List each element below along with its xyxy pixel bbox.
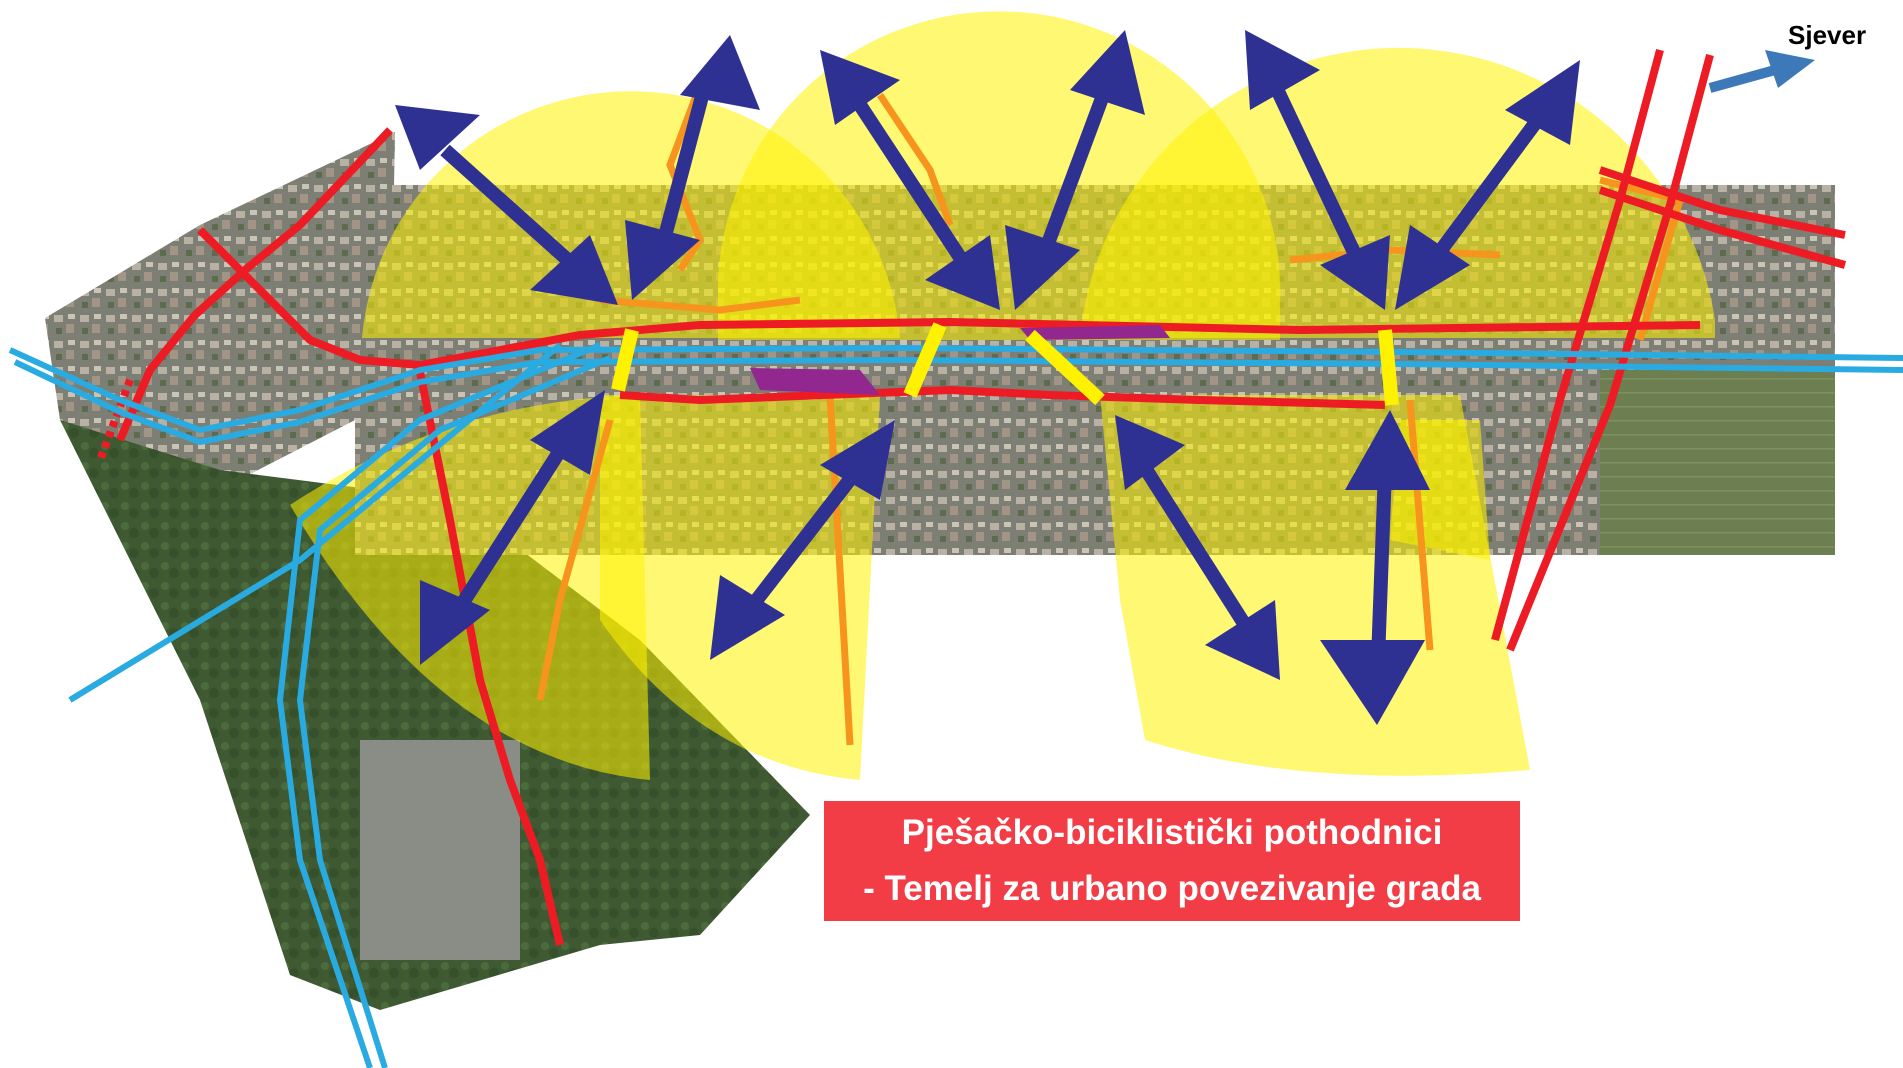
double-headed-arrow-icon	[1245, 30, 1390, 310]
double-headed-arrow-icon	[625, 35, 760, 300]
railway	[8, 342, 1903, 1068]
double-headed-arrow-icon	[820, 50, 1000, 310]
road-south-main	[619, 385, 1386, 409]
road-east-a	[1491, 48, 1664, 642]
railway-track-2	[13, 356, 1903, 446]
double-headed-arrow-icon	[1005, 30, 1145, 310]
path-segment	[599, 296, 801, 314]
underpass-3	[1025, 329, 1105, 406]
north-arrow-icon	[1708, 50, 1815, 93]
path-segment	[826, 394, 854, 746]
platform-south	[750, 368, 880, 395]
caption-box: Pješačko-biciklistički pothodnici - Teme…	[824, 801, 1520, 921]
double-headed-arrow-icon	[1115, 415, 1280, 680]
path-segment	[1406, 399, 1434, 651]
platforms	[750, 325, 1170, 395]
path-segment	[1289, 246, 1501, 264]
road-cross-west	[197, 227, 1701, 370]
north-label: Sjever	[1788, 20, 1867, 50]
double-headed-arrow-icon	[1395, 60, 1580, 310]
platform-north	[1020, 325, 1170, 340]
path-segment	[536, 419, 614, 701]
double-headed-arrow-icon	[1320, 410, 1430, 725]
road-east-b	[1506, 53, 1714, 652]
aerial-industrial-south	[360, 740, 520, 960]
caption-line-2: - Temelj za urbano povezivanje grada	[863, 869, 1481, 908]
roads	[116, 48, 1847, 946]
underpass-2	[903, 322, 947, 398]
caption-line-1: Pješačko-biciklistički pothodnici	[901, 813, 1443, 852]
road-dashed-west	[96, 378, 134, 462]
road-east-cross-a	[1598, 166, 1846, 239]
aerial-east-field	[1600, 370, 1835, 555]
railway-spur	[68, 342, 562, 703]
path-segment	[877, 93, 954, 227]
double-headed-arrow-icon	[395, 105, 618, 305]
double-headed-arrow-icon	[420, 390, 605, 665]
underpass-4	[1378, 329, 1399, 406]
road-east-cross-b	[1598, 186, 1847, 269]
railway-track-1	[8, 344, 1903, 434]
connection-arrows	[395, 30, 1580, 725]
railway-branch-1	[276, 342, 602, 1068]
path-segment	[666, 83, 704, 272]
underpasses	[611, 322, 1399, 406]
aerial-southwest-forest	[60, 420, 810, 1010]
road-main-north	[116, 127, 393, 442]
road-south-branch	[416, 371, 564, 946]
underpass-1	[611, 328, 639, 392]
double-headed-arrow-icon	[710, 420, 895, 660]
